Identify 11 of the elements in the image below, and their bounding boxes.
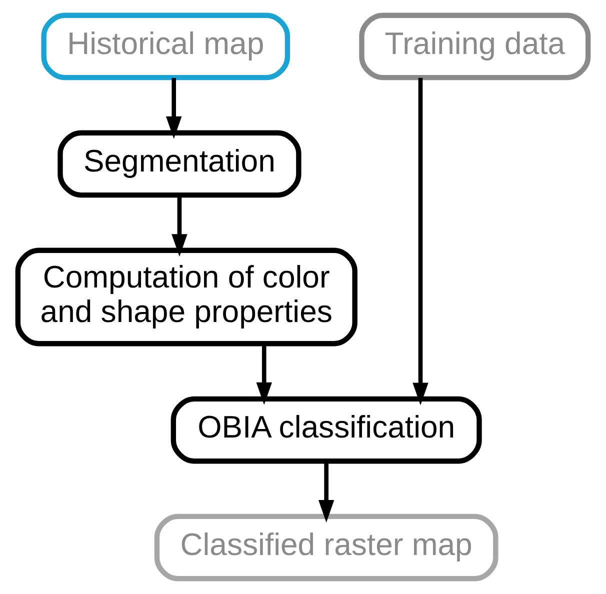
arrow	[256, 344, 272, 405]
arrow	[318, 462, 334, 522]
node-box: Classified raster map	[154, 514, 498, 582]
arrow	[412, 78, 428, 406]
node-box: OBIA classification	[170, 396, 482, 464]
node-box: Segmentation	[58, 130, 302, 198]
node-box: Historical map	[41, 12, 290, 80]
arrow	[166, 78, 182, 139]
node-box: Computation of color and shape properties	[15, 248, 358, 346]
arrow	[172, 196, 188, 257]
node-box: Training data	[359, 12, 591, 80]
